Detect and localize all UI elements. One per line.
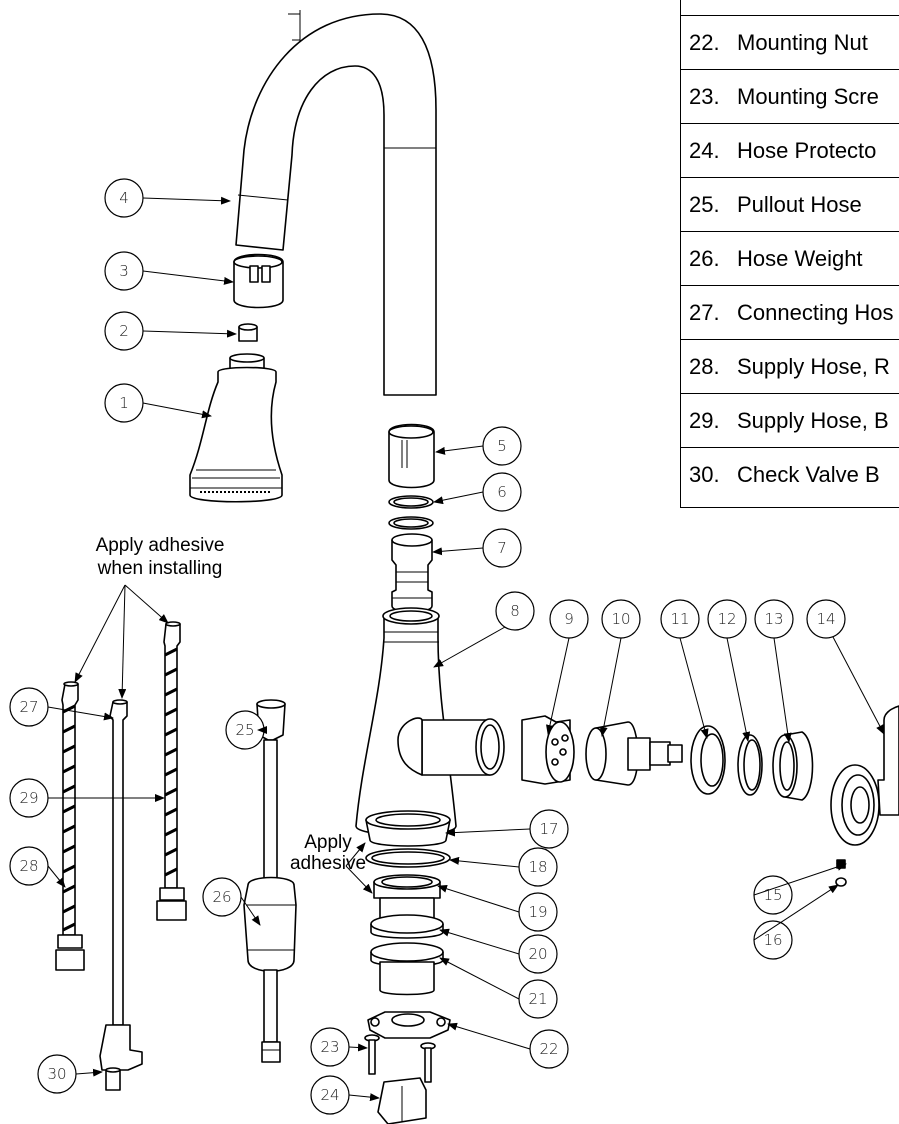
part-retaining-clip [690, 725, 726, 795]
callout-28: 28 [19, 857, 38, 875]
part-mounting-screws [364, 1034, 436, 1083]
part-name: Hose Weight [737, 246, 863, 271]
part-number: 24. [689, 138, 720, 163]
part-supply-hose-red [55, 681, 85, 971]
callout-9: 9 [564, 610, 574, 628]
callout-6: 6 [497, 483, 507, 501]
part-handle [830, 705, 899, 846]
part-sleeve [388, 423, 435, 489]
callout-11: 11 [670, 610, 689, 628]
part-number: 29. [689, 408, 720, 433]
part-number: 27. [689, 300, 720, 325]
part-gasket [365, 848, 451, 868]
part-number: 22. [689, 30, 720, 55]
note-adhesive-install-line2: when installing [97, 558, 223, 579]
callout-14: 14 [816, 610, 835, 628]
adhesive-notes: Apply adhesive when installing Apply adh… [96, 535, 366, 874]
part-cap [835, 877, 847, 887]
part-adapter [233, 253, 284, 309]
parts-table-row: 29. Supply Hose, B [681, 393, 899, 447]
part-cartridge-o-ring [737, 734, 763, 796]
callout-numbers: 4 3 2 1 5 6 7 8 9 10 11 12 13 14 15 16 1… [19, 189, 835, 1104]
callout-12: 12 [717, 610, 736, 628]
part-number: 25. [689, 192, 720, 217]
callout-30: 30 [47, 1065, 66, 1083]
part-o-rings [388, 495, 434, 530]
parts-table-row: 28. Supply Hose, R [681, 339, 899, 393]
parts-table-row: 24. Hose Protecto [681, 123, 899, 177]
part-mounting-nut [367, 1011, 451, 1039]
part-number: 30. [689, 462, 720, 487]
part-number: 28. [689, 354, 720, 379]
callout-4: 4 [119, 189, 129, 207]
callout-23: 23 [320, 1038, 339, 1056]
part-name: Supply Hose, B [737, 408, 889, 433]
part-hose-protector [377, 1077, 427, 1124]
callout-29: 29 [19, 789, 38, 807]
parts-table-row: 25. Pullout Hose [681, 177, 899, 231]
part-name: Supply Hose, R [737, 354, 890, 379]
callout-3: 3 [119, 262, 129, 280]
part-connecting-hose [99, 699, 143, 1071]
leader-lines [47, 196, 885, 1102]
callout-5: 5 [497, 437, 507, 455]
callout-8: 8 [510, 602, 520, 620]
callout-27: 27 [19, 698, 38, 716]
callout-17: 17 [539, 820, 558, 838]
part-spray-head [189, 353, 283, 503]
callout-13: 13 [764, 610, 783, 628]
callout-2: 2 [119, 322, 129, 340]
parts-table-row: 26. Hose Weight [681, 231, 899, 285]
part-name: Hose Protecto [737, 138, 877, 163]
note-adhesive-short-line1: Apply [304, 832, 352, 853]
callout-18: 18 [528, 858, 547, 876]
callout-25: 25 [235, 721, 254, 739]
part-hose-weight [243, 876, 297, 1063]
callout-26: 26 [212, 888, 231, 906]
note-adhesive-short-line2: adhesive [290, 853, 366, 874]
parts-table-header-edge [681, 0, 899, 15]
part-supply-hose-blue [156, 621, 187, 921]
parts-table-row: 22. Mounting Nut [681, 15, 899, 69]
part-bonnet-nut [772, 731, 814, 801]
part-washer [238, 323, 258, 342]
frame-mark [288, 10, 301, 44]
part-diverter-disc [521, 715, 575, 785]
callout-1: 1 [119, 394, 129, 412]
adhesive-leaders [74, 584, 373, 894]
part-connector [391, 533, 433, 613]
parts-table-row: 30. Check Valve B [681, 447, 899, 501]
part-mounting-shank [370, 874, 444, 996]
part-name: Mounting Nut [737, 30, 868, 55]
callout-20: 20 [528, 945, 547, 963]
callout-16: 16 [763, 931, 782, 949]
part-name: Mounting Scre [737, 84, 879, 109]
part-escutcheon [365, 810, 451, 847]
callout-7: 7 [497, 539, 507, 557]
callout-19: 19 [528, 903, 547, 921]
callout-15: 15 [763, 886, 782, 904]
part-number: 26. [689, 246, 720, 271]
callout-21: 21 [528, 990, 547, 1008]
part-name: Check Valve B [737, 462, 880, 487]
note-adhesive-install-line1: Apply adhesive [96, 535, 225, 556]
part-cartridge [585, 721, 683, 786]
parts-table-row: 27. Connecting Hos [681, 285, 899, 339]
parts-table-row: 23. Mounting Scre [681, 69, 899, 123]
callout-24: 24 [320, 1086, 339, 1104]
part-name: Pullout Hose [737, 192, 862, 217]
callout-10: 10 [611, 610, 630, 628]
part-name: Connecting Hos [737, 300, 894, 325]
part-check-valve [105, 1067, 121, 1091]
callout-bubbles [9, 178, 846, 1115]
part-faucet-body [355, 607, 505, 836]
part-number: 23. [689, 84, 720, 109]
parts-list-table: 22. Mounting Nut 23. Mounting Scre 24. Hose P… [680, 0, 899, 508]
part-spout [235, 13, 437, 396]
callout-22: 22 [539, 1040, 558, 1058]
